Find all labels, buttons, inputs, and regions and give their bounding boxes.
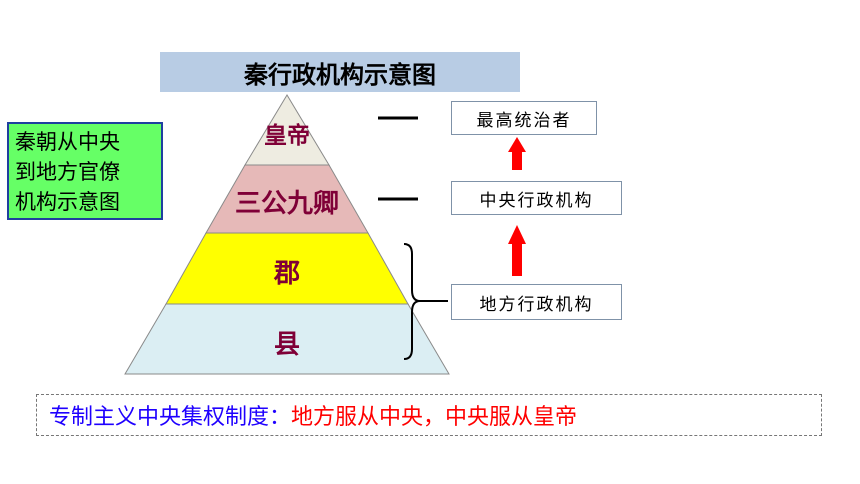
up-arrow-icon — [508, 225, 526, 276]
side-note: 秦朝从中央 到地方官僚 机构示意图 — [7, 122, 163, 220]
pyramid-layer-county — [124, 303, 450, 375]
role-box-supreme-ruler: 最高统治者 — [451, 101, 597, 135]
diagram-title: 秦行政机构示意图 — [160, 52, 520, 92]
layer-label-ministers: 三公九卿 — [234, 189, 339, 219]
summary-box: 专制主义中央集权制度： 地方服从中央，中央服从皇帝 — [36, 394, 822, 436]
side-note-line: 机构示意图 — [15, 190, 120, 214]
side-note-line: 秦朝从中央 — [15, 130, 120, 154]
role-box-central-admin: 中央行政机构 — [451, 181, 622, 215]
side-note-line: 到地方官僚 — [15, 160, 120, 184]
layer-label-emperor: 皇帝 — [264, 123, 310, 149]
summary-content: 地方服从中央，中央服从皇帝 — [291, 405, 578, 430]
role-box-local-admin: 地方行政机构 — [451, 284, 622, 320]
up-arrow-icon — [508, 137, 526, 170]
layer-label-commandery: 郡 — [273, 259, 300, 289]
layer-label-county: 县 — [273, 330, 300, 360]
summary-prefix: 专制主义中央集权制度： — [49, 405, 292, 430]
